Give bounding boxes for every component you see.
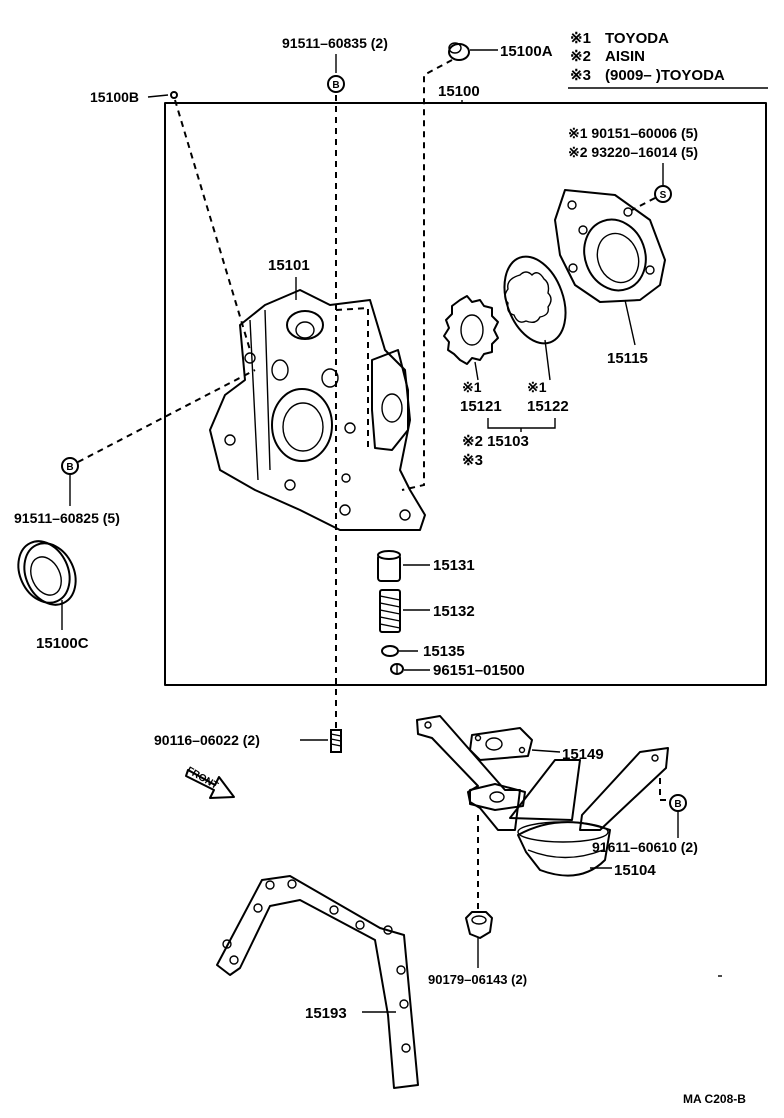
- label-15104: 15104: [614, 862, 656, 879]
- part-90116-stud-bolt: [330, 729, 342, 753]
- label-91611-60610: 91611–60610 (2): [592, 839, 698, 855]
- label-96151-01500: 96151–01500: [433, 662, 525, 679]
- dash-15100A: [401, 59, 453, 491]
- leader-15115: [624, 299, 636, 346]
- bolt-marker-b-right: B: [669, 794, 687, 812]
- leader-15100B: [147, 94, 169, 98]
- svg-text:B: B: [66, 462, 73, 473]
- part-15101-oil-pump-body: [209, 289, 426, 531]
- svg-text:B: B: [674, 799, 681, 810]
- part-15193-gasket: [216, 875, 419, 1089]
- legend-item-1-mark: ※1: [570, 30, 591, 47]
- part-15100B-pin: [170, 91, 178, 99]
- part-15132-spring: [379, 589, 401, 633]
- part-15104-oil-strainer: [416, 715, 669, 877]
- leader-15121: [474, 361, 479, 381]
- part-15122-outer-rotor: [503, 255, 567, 345]
- label-15100: 15100: [438, 83, 480, 100]
- label-15131: 15131: [433, 557, 475, 574]
- label-15121: 15121: [460, 398, 502, 415]
- label-15193: 15193: [305, 1005, 347, 1022]
- label-15101: 15101: [268, 257, 310, 274]
- part-15100A-cap: [448, 42, 470, 61]
- label-90116-06022: 90116–06022 (2): [154, 732, 260, 748]
- leader-15122: [544, 339, 551, 381]
- part-15115-pump-cover: [554, 189, 666, 303]
- bolt-marker-b-top: B: [327, 75, 345, 93]
- label-15100C: 15100C: [36, 635, 89, 652]
- label-90179-06143: 90179–06143 (2): [428, 972, 527, 987]
- note-90151-60006: ※1 90151–60006 (5): [568, 125, 698, 141]
- label-15135: 15135: [423, 643, 465, 660]
- dash-screw: [631, 197, 656, 211]
- note-mark-3: ※3: [462, 452, 483, 469]
- dash-91511-60825: [77, 369, 256, 463]
- part-90179-nut: [465, 911, 493, 939]
- label-91511-60825: 91511–60825 (5): [14, 510, 120, 526]
- bolt-marker-b-left: B: [61, 457, 79, 475]
- dash-15100B: [174, 99, 251, 351]
- note-15122-mark: ※1: [527, 379, 547, 395]
- legend-item-3-mark: ※3: [570, 67, 591, 84]
- part-15135-retainer: [381, 645, 399, 657]
- label-15100B: 15100B: [90, 89, 139, 105]
- leader-15149: [531, 749, 561, 753]
- front-direction-arrow: FRONT: [185, 765, 235, 799]
- part-15149-gasket: [469, 727, 533, 761]
- label-15122: 15122: [527, 398, 569, 415]
- label-15132: 15132: [433, 603, 475, 620]
- svg-text:B: B: [332, 80, 339, 91]
- label-15115: 15115: [607, 350, 648, 367]
- part-15121-inner-rotor: [443, 295, 499, 365]
- bracket-15103: [487, 418, 556, 429]
- part-15100C-oil-seal: [17, 540, 77, 606]
- note-15121-mark: ※1: [462, 379, 482, 395]
- page-code: MA C208-B: [683, 1092, 746, 1106]
- label-15103: ※2 15103: [462, 433, 529, 450]
- dash-91611: [659, 778, 672, 801]
- legend: ※1 TOYODA ※2 AISIN ※3 (9009– )TOYODA: [568, 30, 768, 89]
- label-15100A: 15100A: [500, 43, 553, 60]
- note-93220-16014: ※2 93220–16014 (5): [568, 144, 698, 160]
- assembly-frame: [164, 102, 767, 686]
- svg-text:S: S: [660, 190, 667, 201]
- screw-marker-s: S: [654, 185, 672, 203]
- legend-item-3-text: (9009– )TOYODA: [605, 67, 725, 84]
- legend-item-2-mark: ※2: [570, 48, 591, 65]
- label-15149: 15149: [562, 746, 604, 763]
- part-96151-snap-ring: [390, 663, 404, 675]
- legend-item-2-text: AISIN: [605, 48, 645, 65]
- part-15131-relief-valve: [377, 550, 401, 582]
- dash-body-center: [335, 306, 369, 450]
- legend-item-1-text: TOYODA: [605, 30, 669, 47]
- label-91511-60835: 91511–60835 (2): [282, 35, 388, 51]
